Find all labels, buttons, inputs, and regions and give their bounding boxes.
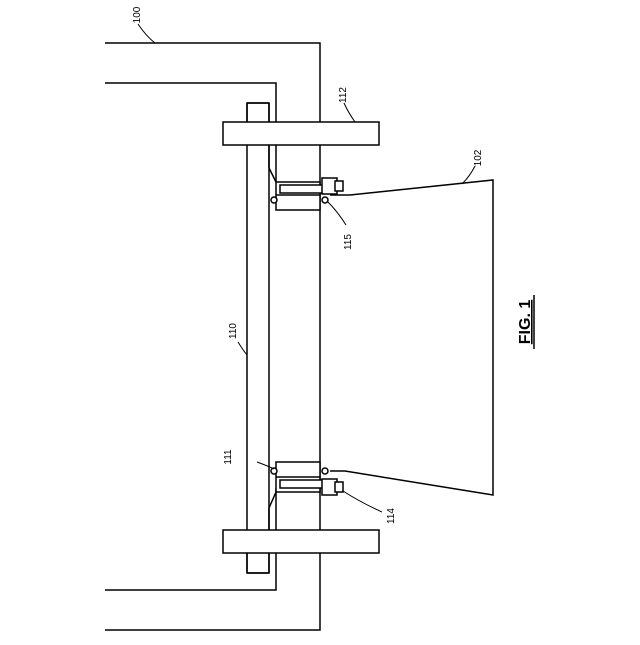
ref-111: 111 [223, 449, 234, 465]
label-115: 115 [343, 234, 354, 250]
figure-title-group: FIG. 1 [517, 295, 534, 349]
housing-bottom [105, 550, 320, 630]
top-clamp [269, 145, 343, 210]
ref-112: 112 [338, 87, 349, 103]
bottom-clamp [269, 462, 343, 530]
ref-115: 115 [343, 234, 354, 250]
ref-114: 114 [386, 508, 397, 524]
label-114: 114 [386, 508, 397, 524]
shaft-110 [247, 103, 269, 573]
housing-top [105, 43, 320, 122]
leader-lines [138, 24, 475, 512]
flange-112 [223, 122, 379, 145]
label-102: 102 [473, 149, 484, 166]
hopper-102 [330, 180, 493, 495]
label-100: 100 [132, 6, 143, 23]
ref-110: 110 [228, 323, 239, 339]
label-111: 111 [223, 449, 234, 465]
ref-100: 100 [132, 6, 143, 23]
label-112: 112 [338, 87, 349, 103]
flange-bottom [223, 530, 379, 553]
ref-102: 102 [473, 149, 484, 166]
label-110: 110 [228, 323, 239, 339]
figure-title: FIG. 1 [517, 300, 534, 345]
